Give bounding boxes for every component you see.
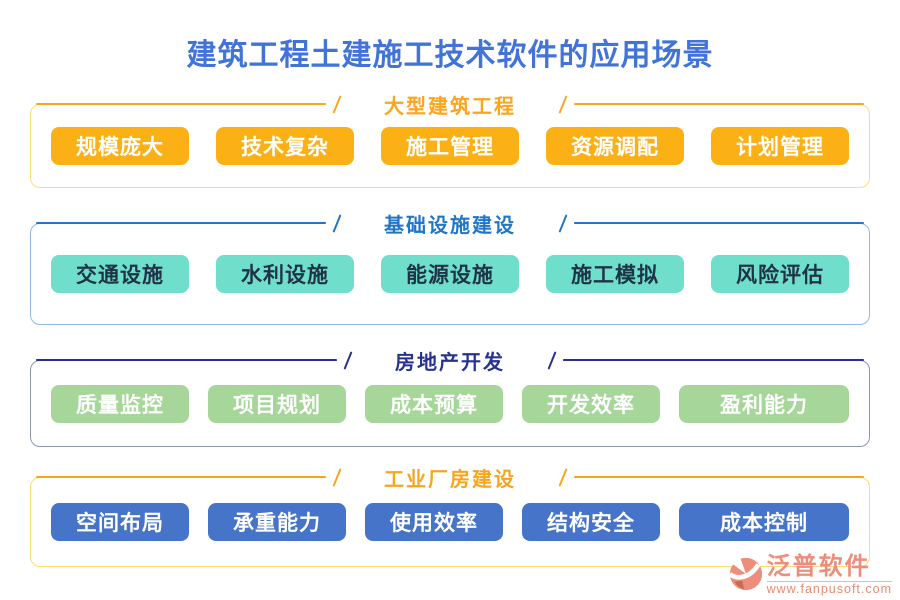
tag-item: 交通设施 — [51, 255, 189, 293]
section-title: 大型建筑工程 — [384, 95, 516, 118]
section-header: 房地产开发 — [36, 347, 864, 374]
slash-decoration-icon — [332, 94, 342, 114]
header-center: 工业厂房建设 — [326, 464, 574, 491]
section-real-estate-development: 房地产开发 质量监控 项目规划 成本预算 开发效率 盈利能力 — [30, 347, 870, 447]
tag-item: 盈利能力 — [679, 384, 849, 423]
tag-item: 开发效率 — [522, 384, 660, 423]
tag-item: 资源调配 — [546, 127, 684, 165]
tag-item: 风险评估 — [711, 255, 849, 293]
tag-item: 规模庞大 — [51, 127, 189, 165]
tag-row: 空间布局 承重能力 使用效率 结构安全 成本控制 — [31, 503, 869, 541]
slash-decoration-icon — [558, 213, 568, 233]
tag-item: 项目规划 — [208, 384, 346, 423]
brand-name: 泛普软件 — [766, 554, 871, 580]
tag-item: 空间布局 — [51, 503, 189, 541]
tag-item: 使用效率 — [365, 503, 503, 541]
section-header: 大型建筑工程 — [36, 91, 864, 118]
tag-item: 承重能力 — [208, 503, 346, 541]
slash-decoration-icon — [558, 94, 568, 114]
section-title: 工业厂房建设 — [384, 468, 516, 491]
section-header: 基础设施建设 — [36, 210, 864, 237]
tag-item: 施工管理 — [381, 127, 519, 165]
slash-decoration-icon — [558, 467, 568, 487]
section-header: 工业厂房建设 — [36, 464, 864, 491]
header-line-left — [36, 103, 326, 105]
tag-item: 水利设施 — [216, 255, 354, 293]
section-title: 基础设施建设 — [384, 214, 516, 237]
section-box: 交通设施 水利设施 能源设施 施工模拟 风险评估 — [30, 223, 870, 325]
tag-item: 质量监控 — [51, 384, 189, 423]
header-center: 房地产开发 — [337, 347, 563, 374]
header-line-left — [36, 359, 337, 361]
slash-decoration-icon — [547, 350, 557, 370]
section-box: 质量监控 项目规划 成本预算 开发效率 盈利能力 — [30, 360, 870, 447]
section-infrastructure-construction: 基础设施建设 交通设施 水利设施 能源设施 施工模拟 风险评估 — [30, 210, 870, 325]
tag-row: 规模庞大 技术复杂 施工管理 资源调配 计划管理 — [31, 127, 869, 165]
tag-item: 技术复杂 — [216, 127, 354, 165]
header-center: 基础设施建设 — [326, 210, 574, 237]
tag-item: 成本预算 — [365, 384, 503, 423]
slash-decoration-icon — [343, 350, 353, 370]
section-box: 规模庞大 技术复杂 施工管理 资源调配 计划管理 — [30, 104, 870, 188]
header-center: 大型建筑工程 — [326, 91, 574, 118]
tag-row: 质量监控 项目规划 成本预算 开发效率 盈利能力 — [31, 384, 869, 423]
header-line-left — [36, 222, 326, 224]
header-line-right — [563, 359, 864, 361]
fanpu-logo-icon — [727, 557, 762, 591]
tag-item: 成本控制 — [679, 503, 849, 541]
header-line-right — [574, 476, 864, 478]
section-industrial-plant-construction: 工业厂房建设 空间布局 承重能力 使用效率 结构安全 成本控制 — [30, 464, 870, 567]
brand-text-column: 泛普软件 www.fanpusoft.com — [766, 554, 892, 597]
header-line-left — [36, 476, 326, 478]
slash-decoration-icon — [332, 213, 342, 233]
header-line-right — [574, 222, 864, 224]
section-title: 房地产开发 — [395, 351, 505, 374]
brand-website: www.fanpusoft.com — [766, 581, 892, 596]
tag-item: 计划管理 — [711, 127, 849, 165]
tag-item: 施工模拟 — [546, 255, 684, 293]
page-title: 建筑工程土建施工技术软件的应用场景 — [186, 39, 714, 72]
slash-decoration-icon — [332, 467, 342, 487]
section-large-building-projects: 大型建筑工程 规模庞大 技术复杂 施工管理 资源调配 计划管理 — [30, 91, 870, 188]
tag-item: 结构安全 — [522, 503, 660, 541]
tag-item: 能源设施 — [381, 255, 519, 293]
header-line-right — [574, 103, 864, 105]
brand-logo: 泛普软件 www.fanpusoft.com — [727, 554, 892, 597]
tag-row: 交通设施 水利设施 能源设施 施工模拟 风险评估 — [31, 255, 869, 293]
